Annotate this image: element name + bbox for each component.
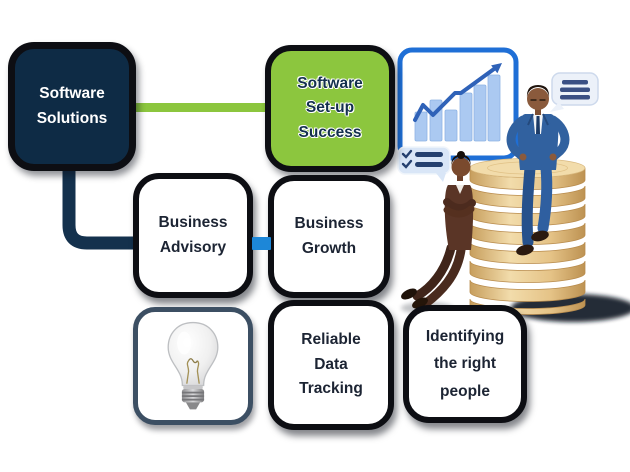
node-software-solutions: Software Solutions: [8, 42, 136, 171]
business-growth-illustration: [397, 47, 630, 322]
trend-arrow-icon: [413, 63, 502, 122]
lightbulb-icon: [167, 321, 219, 410]
businesswoman-illustration: [401, 151, 476, 309]
node-reliable-data-tracking: Reliable Data Tracking: [268, 300, 394, 430]
node-business-growth-label: Business Growth: [294, 214, 364, 257]
connector-blue-square: [252, 237, 271, 250]
node-idea: [133, 307, 253, 425]
connector-green-line: [135, 103, 267, 112]
node-identifying-right-people: Identifying the right people: [403, 305, 527, 423]
node-identifying-right-people-label: Identifying the right people: [425, 328, 505, 400]
node-business-growth: Business Growth: [268, 175, 390, 298]
node-business-advisory: Business Advisory: [133, 173, 253, 298]
node-software-setup-success-label: Software Set-up Success: [297, 75, 363, 141]
node-reliable-data-tracking-label: Reliable Data Tracking: [299, 330, 363, 398]
speech-bubble-icon: [550, 72, 599, 112]
connector-navy-elbow: [62, 170, 143, 250]
bar-chart-icon: [397, 47, 519, 161]
checklist-bubble-icon: [397, 146, 451, 182]
node-business-advisory-label: Business Advisory: [158, 213, 228, 256]
node-software-setup-success: Software Set-up Success: [265, 45, 395, 172]
businessman-illustration: [506, 85, 570, 256]
node-software-solutions-label: Software Solutions: [36, 84, 108, 127]
